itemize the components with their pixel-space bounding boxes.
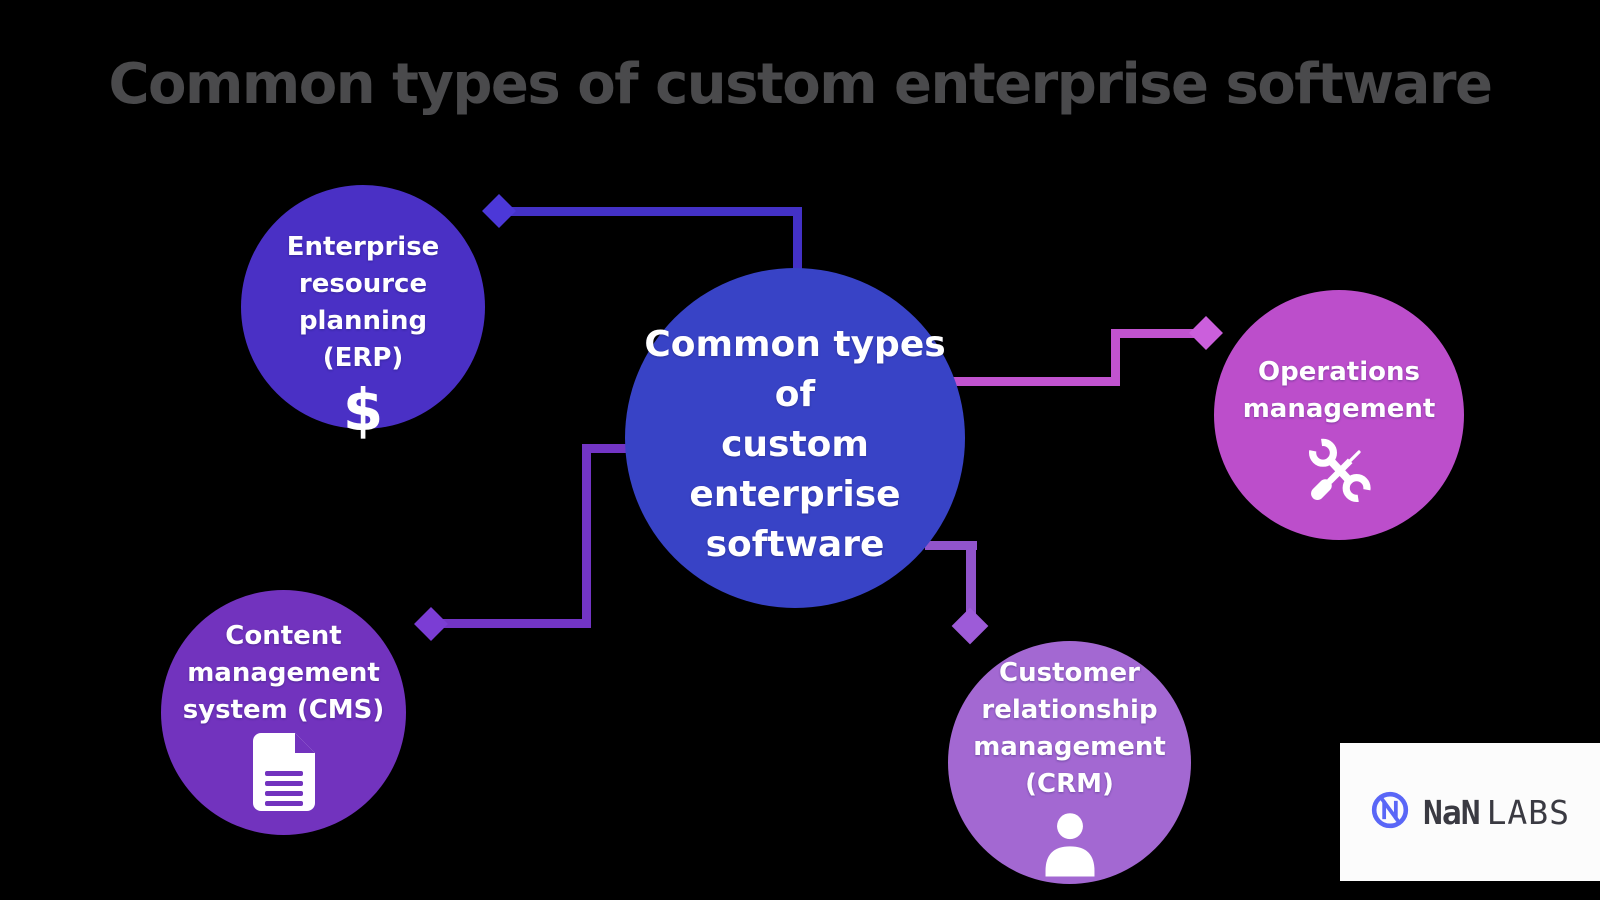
nanlabs-wordmark-light: LABS	[1486, 792, 1571, 832]
crm-node-label: Customer	[999, 658, 1140, 688]
page-title: Common types of custom enterprise softwa…	[108, 52, 1493, 117]
tools-icon	[1297, 432, 1381, 516]
crm-node: Customer relationship management (CRM)	[948, 641, 1191, 884]
cms-connector-vertical	[582, 444, 591, 628]
dollar-icon: $	[342, 376, 384, 444]
operations-node-label: Operations	[1258, 357, 1420, 387]
operations-connector-horizontal-2	[1111, 329, 1206, 338]
cms-node-label: system (CMS)	[182, 695, 385, 725]
nanlabs-wordmark-bold: NaN	[1422, 792, 1481, 832]
nanlabs-n-circle-icon	[1370, 790, 1410, 834]
operations-node-label: management	[1242, 394, 1436, 424]
cms-connector-horizontal-2	[431, 619, 591, 628]
operations-connector-diamond	[1189, 316, 1223, 350]
cms-node-label: Content	[225, 621, 342, 651]
central-node-label: Common types of	[644, 324, 946, 415]
crm-node-label: relationship	[981, 695, 1158, 725]
central-node-label: custom enterprise	[689, 424, 901, 515]
erp-connector-diamond	[482, 194, 516, 228]
operations-connector-vertical	[1111, 329, 1120, 386]
nanlabs-logo: NaN LABS	[1340, 743, 1600, 881]
operations-connector-horizontal	[940, 377, 1120, 386]
operations-node: Operations management	[1214, 290, 1464, 540]
crm-connector-horizontal	[925, 541, 977, 550]
erp-node-label: (ERP)	[322, 343, 404, 373]
crm-connector-diamond	[951, 607, 989, 645]
cms-connector-diamond	[414, 607, 448, 641]
erp-node-label: resource planning	[298, 269, 428, 336]
crm-node-label: (CRM)	[1025, 769, 1114, 799]
crm-connector-vertical	[966, 541, 976, 615]
crm-node-label: management	[973, 732, 1166, 762]
erp-node-label: Enterprise	[286, 232, 440, 262]
person-icon	[1034, 807, 1106, 881]
erp-connector-horizontal	[499, 207, 802, 216]
central-node: Common types of custom enterprise softwa…	[625, 268, 965, 608]
document-icon	[252, 733, 315, 815]
cms-node-label: management	[187, 658, 380, 688]
erp-node: Enterprise resource planning (ERP) $	[241, 185, 485, 441]
cms-connector-horizontal	[582, 444, 644, 453]
erp-connector-vertical	[793, 207, 802, 273]
central-node-label: software	[705, 524, 885, 565]
cms-node: Content management system (CMS)	[161, 590, 406, 835]
